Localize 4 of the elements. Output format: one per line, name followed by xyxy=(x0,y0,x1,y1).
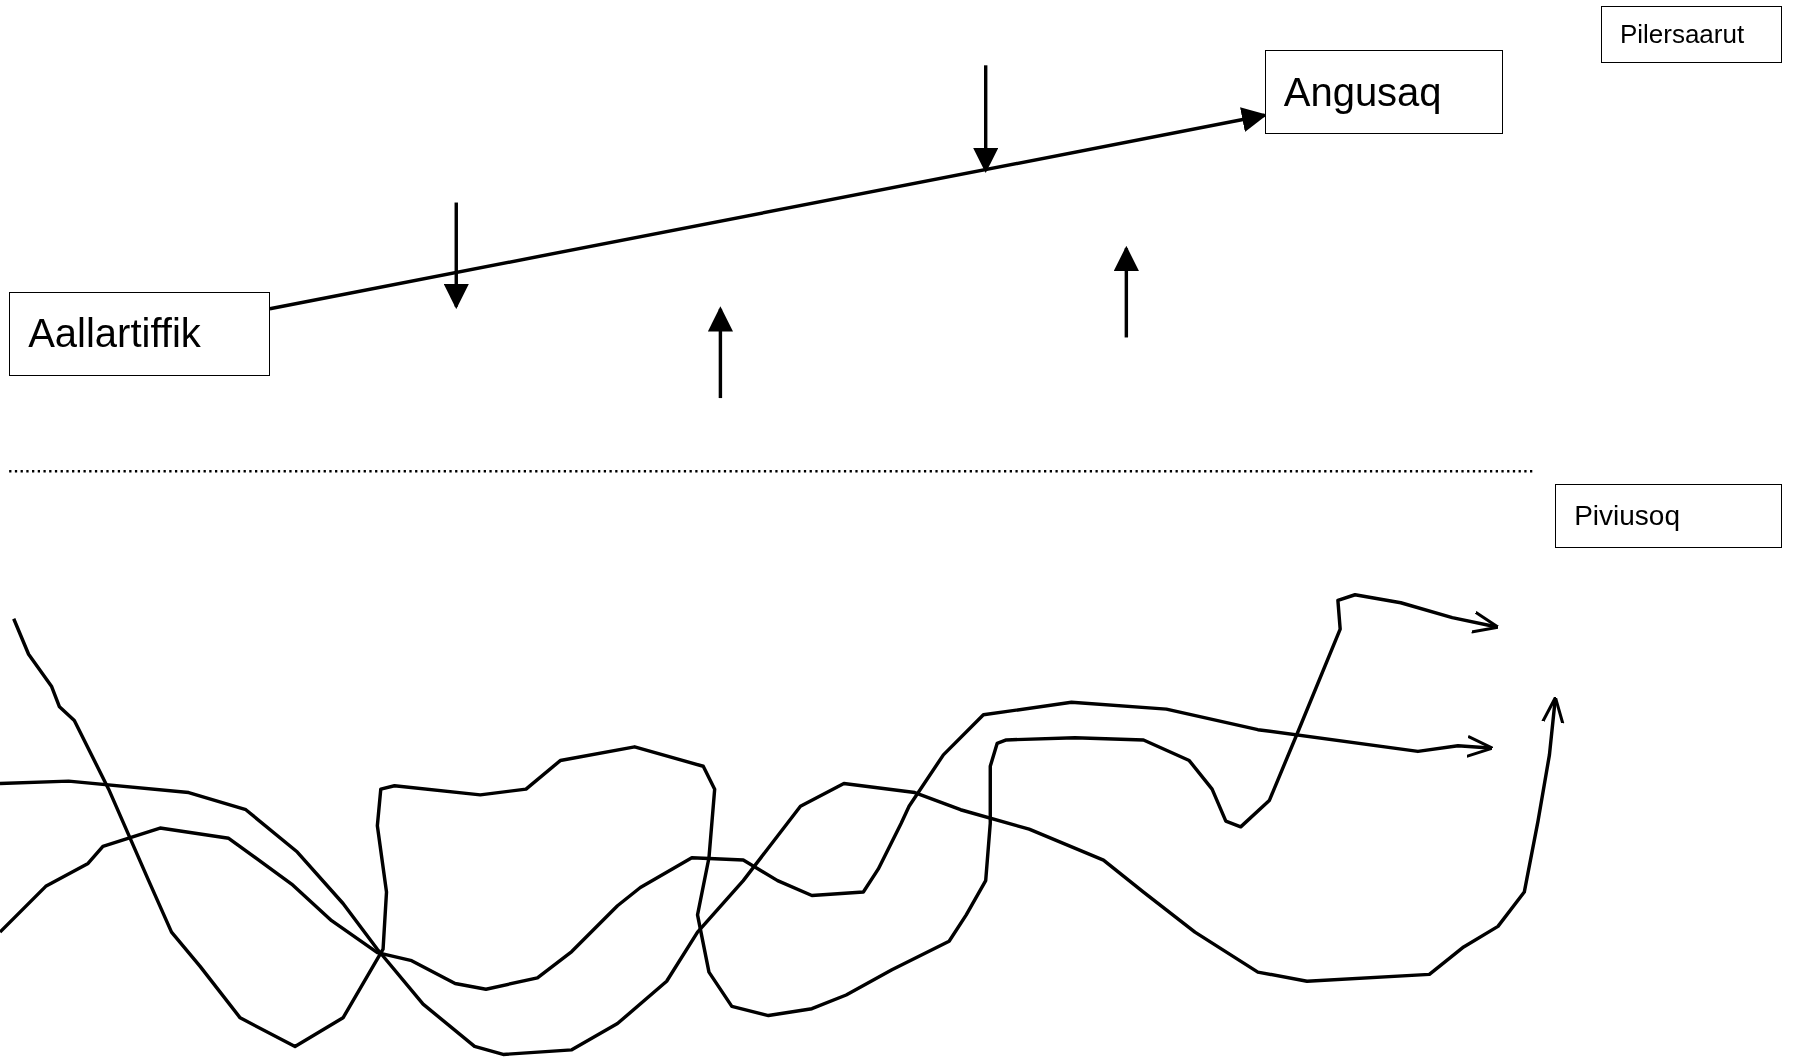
text-box: Piviusoq xyxy=(1555,483,1782,548)
text-box: Pilersaarut xyxy=(1600,5,1782,63)
text-box: Aallartiffik xyxy=(9,291,270,377)
text-box: Angusaq xyxy=(1264,50,1503,134)
